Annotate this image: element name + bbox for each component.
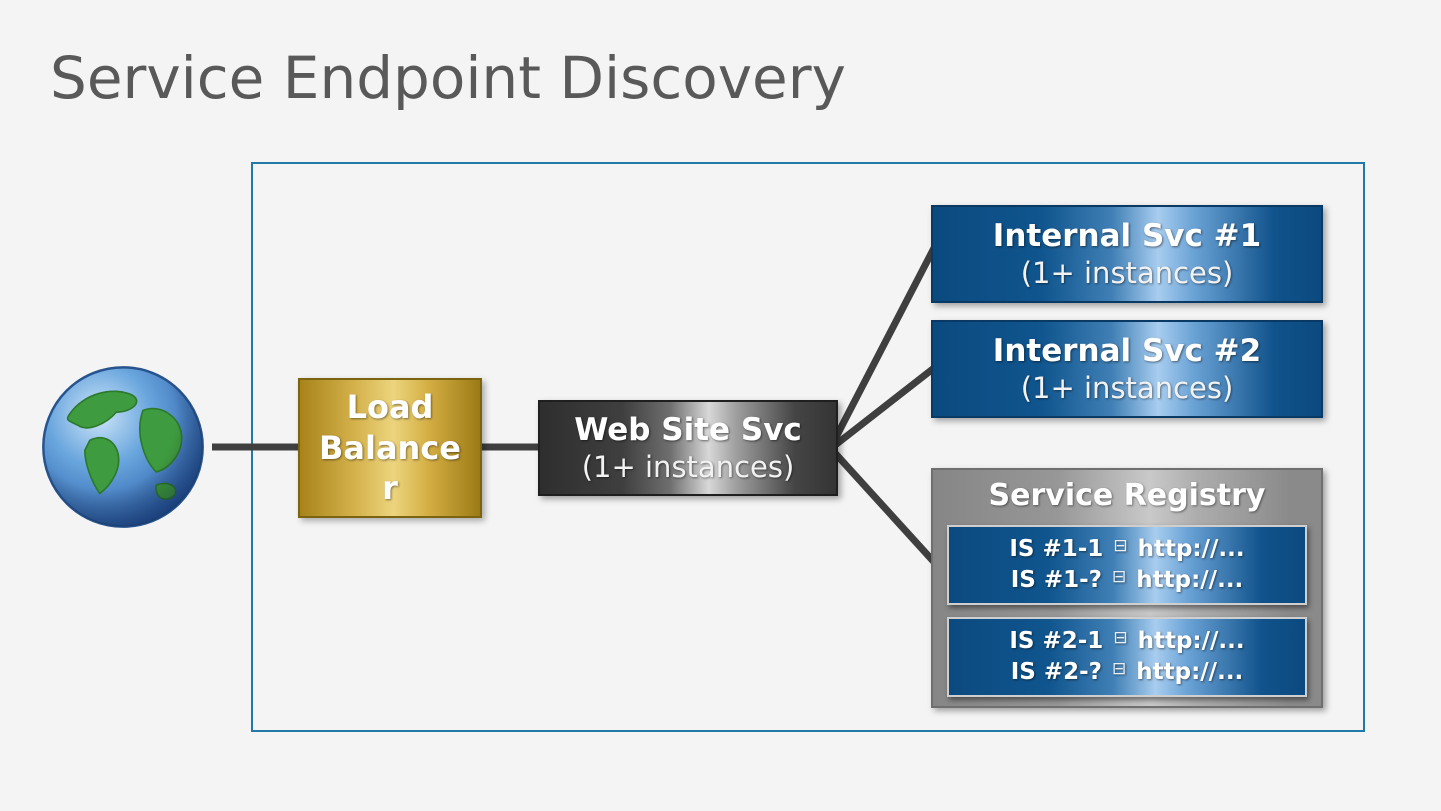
web-site-svc-subtitle: (1+ instances) — [581, 449, 795, 484]
internal-svc-1-node: Internal Svc #1 (1+ instances) — [931, 205, 1323, 303]
internal-svc-2-subtitle: (1+ instances) — [1020, 370, 1234, 405]
endpoint-icon: ⊟ — [1113, 628, 1128, 648]
endpoint-icon: ⊟ — [1113, 536, 1128, 556]
registry-entry-name: IS #2-? — [1010, 659, 1102, 685]
internal-svc-1-subtitle: (1+ instances) — [1020, 255, 1234, 290]
registry-entry-name: IS #2-1 — [1009, 627, 1104, 654]
internal-svc-2-node: Internal Svc #2 (1+ instances) — [931, 320, 1323, 418]
registry-entry: IS #1-? ⊟ http://... — [1011, 565, 1244, 596]
registry-group-is1: IS #1-1 ⊟ http://... IS #1-? ⊟ http://..… — [947, 525, 1307, 605]
registry-entry-url: http://... — [1136, 659, 1244, 685]
internet-node — [40, 364, 206, 530]
registry-entry-url: http://... — [1137, 627, 1245, 654]
web-site-svc-node: Web Site Svc (1+ instances) — [538, 400, 838, 496]
globe-icon — [42, 366, 204, 528]
web-site-svc-title: Web Site Svc — [574, 412, 802, 449]
service-registry-node: Service Registry IS #1-1 ⊟ http://... IS… — [931, 468, 1323, 708]
page-title: Service Endpoint Discovery — [50, 44, 846, 112]
registry-entry-url: http://... — [1136, 567, 1244, 593]
internal-svc-2-title: Internal Svc #2 — [992, 333, 1262, 370]
registry-entry: IS #2-? ⊟ http://... — [1011, 657, 1244, 688]
endpoint-icon: ⊟ — [1112, 659, 1127, 680]
registry-entry: IS #2-1 ⊟ http://... — [1009, 626, 1244, 657]
internal-svc-1-title: Internal Svc #1 — [992, 218, 1262, 255]
service-registry-title: Service Registry — [988, 478, 1266, 513]
endpoint-icon: ⊟ — [1112, 567, 1127, 588]
registry-group-is2: IS #2-1 ⊟ http://... IS #2-? ⊟ http://..… — [947, 617, 1307, 697]
registry-entry-name: IS #1-? — [1010, 567, 1102, 593]
load-balancer-label: Load Balancer — [319, 387, 461, 508]
registry-entry-name: IS #1-1 — [1009, 535, 1104, 562]
load-balancer-node: Load Balancer — [298, 378, 482, 518]
registry-entry-url: http://... — [1137, 535, 1245, 562]
registry-entry: IS #1-1 ⊟ http://... — [1009, 534, 1244, 565]
